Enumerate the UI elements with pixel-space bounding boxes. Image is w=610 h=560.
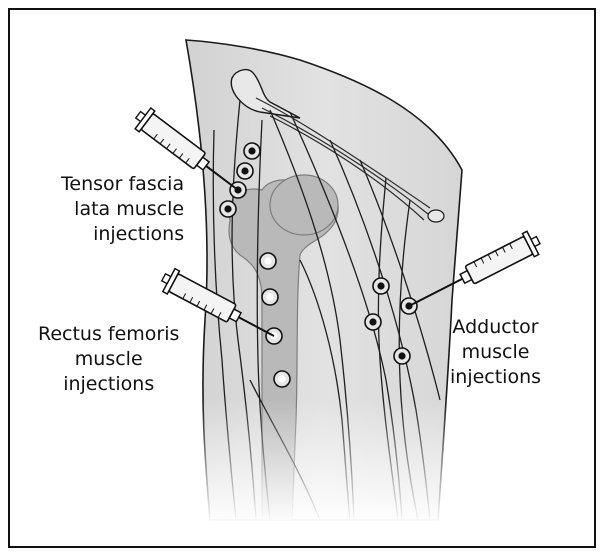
adductor-label: Adductor muscle injections — [450, 315, 541, 390]
rectus-label-line-2: muscle — [38, 347, 179, 372]
rectus-label: Rectus femoris muscle injections — [38, 322, 179, 397]
adductor-label-line-3: injections — [450, 365, 541, 390]
tensor-label-line-2: lata muscle — [61, 197, 184, 222]
adductor-label-line-2: muscle — [450, 340, 541, 365]
adductor-label-line-1: Adductor — [450, 315, 541, 340]
rectus-label-line-1: Rectus femoris — [38, 322, 179, 347]
tensor-label: Tensor fascia lata muscle injections — [61, 172, 184, 247]
rectus-label-line-3: injections — [38, 372, 179, 397]
tensor-label-line-3: injections — [61, 222, 184, 247]
tensor-label-line-1: Tensor fascia — [61, 172, 184, 197]
